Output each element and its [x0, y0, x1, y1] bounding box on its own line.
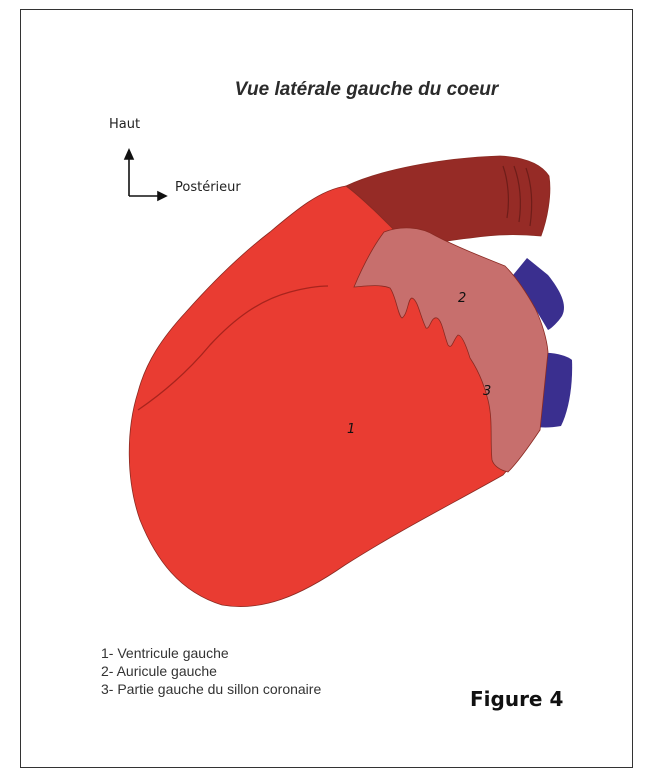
part-number-1: 1: [347, 422, 355, 437]
legend: 1- Ventricule gauche 2- Auricule gauche …: [101, 644, 321, 698]
part-number-2: 2: [458, 291, 466, 306]
legend-item-1: 1- Ventricule gauche: [101, 644, 321, 662]
right-arrow-head: [158, 192, 166, 200]
legend-item-3: 3- Partie gauche du sillon coronaire: [101, 680, 321, 698]
up-arrow-head: [125, 150, 133, 159]
legend-item-2: 2- Auricule gauche: [101, 662, 321, 680]
figure-label: Figure 4: [470, 687, 563, 711]
orientation-arrows: [125, 150, 166, 200]
part-number-3: 3: [483, 384, 491, 399]
